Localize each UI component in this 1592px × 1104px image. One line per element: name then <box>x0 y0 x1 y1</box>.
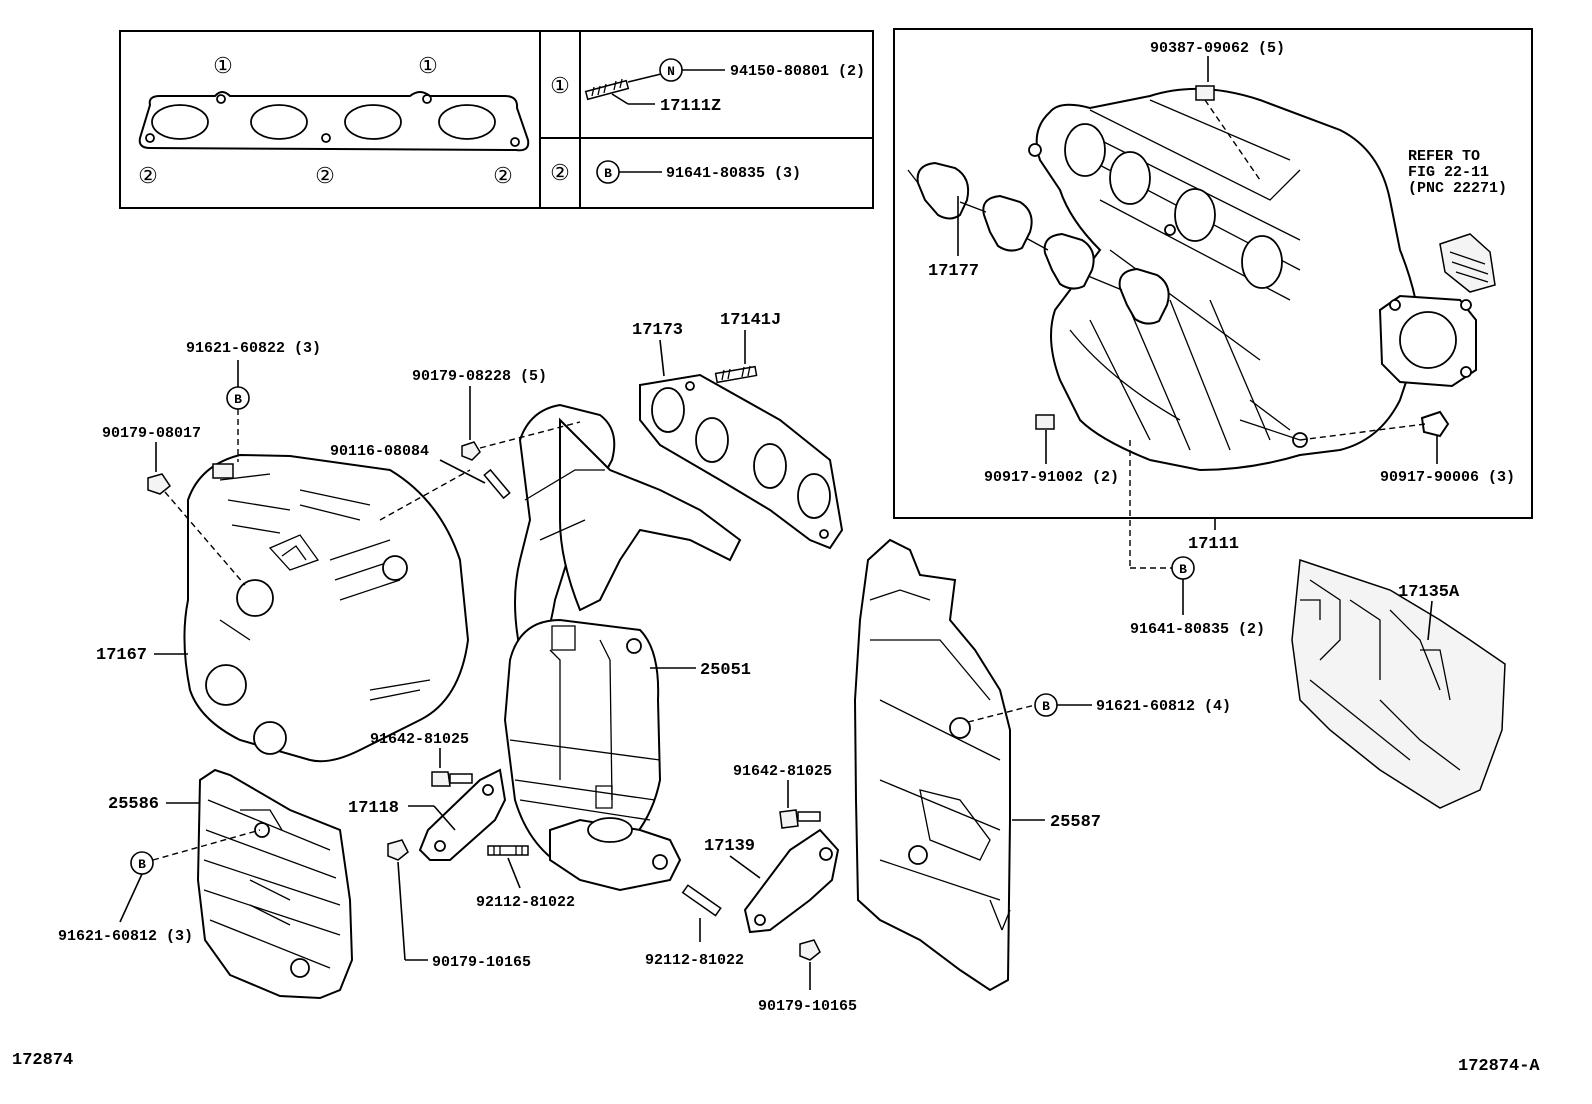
label-refer-3: (PNC 22271) <box>1408 180 1507 197</box>
nut-90917-b <box>1420 410 1450 438</box>
label-17167: 17167 <box>96 646 147 665</box>
label-90917-90006: 90917-90006 (3) <box>1380 469 1515 486</box>
bolt-b-91621-60812-3: B <box>138 857 146 872</box>
label-25587: 25587 <box>1050 813 1101 832</box>
label-refer-2: FIG 22-11 <box>1408 164 1489 181</box>
gasket-mark-1b: ① <box>418 55 438 80</box>
nut-90179-10165-b <box>799 939 821 961</box>
label-92112-81022-a: 92112-81022 <box>476 894 575 911</box>
label-90917-91002: 90917-91002 (2) <box>984 469 1119 486</box>
legend-row2-part-a: 91641-80835 (3) <box>666 165 801 182</box>
label-17141J: 17141J <box>720 311 781 330</box>
stud-17141J <box>714 365 758 384</box>
label-17135A: 17135A <box>1398 583 1460 602</box>
label-25586: 25586 <box>108 795 159 814</box>
stud-92112-a <box>487 845 529 856</box>
intake-manifold-group: 90387-09062 (5) REFER TO FIG 22-11 (PNC … <box>893 28 1533 519</box>
label-91621-60812-3: 91621-60812 (3) <box>58 928 193 945</box>
gasket-mark-2c: ② <box>493 165 513 190</box>
label-90116-08084: 90116-08084 <box>330 443 429 460</box>
exhaust-gasket-17173 <box>639 373 844 550</box>
label-90179-08228: 90179-08228 (5) <box>412 368 547 385</box>
bolt-b-91621-60812-4: B <box>1042 699 1050 714</box>
plug-90917-a <box>1035 414 1055 430</box>
gasket-mark-1a: ① <box>213 55 233 80</box>
gasket-mark-2a: ② <box>138 165 158 190</box>
legend-row1-part-a: 94150-80801 (2) <box>730 63 865 80</box>
label-90179-10165-b: 90179-10165 <box>758 998 857 1015</box>
diagram-id-right: 172874-A <box>1458 1057 1540 1076</box>
bolt-b-91641: B <box>1179 562 1187 577</box>
label-90179-08017: 90179-08017 <box>102 425 201 442</box>
bolt-b-91621-60822: B <box>234 392 242 407</box>
label-17177: 17177 <box>928 262 979 281</box>
legend-row2-mark: ② <box>550 162 570 187</box>
label-90179-10165-a: 90179-10165 <box>432 954 531 971</box>
bracket-17118 <box>418 768 507 861</box>
legend-row1-symbol: N <box>667 64 675 79</box>
label-91641-80835-2: 91641-80835 (2) <box>1130 621 1265 638</box>
label-17111: 17111 <box>1188 535 1239 554</box>
legend-row2-symbol: B <box>604 166 612 181</box>
label-90387: 90387-09062 (5) <box>1150 40 1285 57</box>
bolt-91642-b <box>779 809 821 829</box>
intake-gasket <box>907 161 1170 325</box>
heat-insulator-17135A <box>1291 558 1506 809</box>
legend-table: ① ① ② ② ② ① N 94150-80801 (2) 17111Z ② B… <box>119 30 874 209</box>
gasket-illustration <box>138 91 530 152</box>
intake-manifold <box>1028 87 1477 472</box>
gasket-mark-2b: ② <box>315 165 335 190</box>
throttle-cover <box>1439 233 1496 293</box>
label-17173: 17173 <box>632 321 683 340</box>
label-91621-60822: 91621-60822 (3) <box>186 340 321 357</box>
heat-insulator-25587 <box>853 538 1011 992</box>
diagram-id-left: 172874 <box>12 1051 73 1070</box>
label-92112-81022-b: 92112-81022 <box>645 952 744 969</box>
legend-row1-part-b: 17111Z <box>660 97 721 116</box>
label-91642-81025-a: 91642-81025 <box>370 731 469 748</box>
legend-row1-mark: ① <box>550 75 570 100</box>
label-91621-60812-4: 91621-60812 (4) <box>1096 698 1231 715</box>
nut-90179-08017 <box>147 473 172 495</box>
nut-90179-10165-a <box>387 839 409 861</box>
bracket-17139 <box>743 828 840 934</box>
stud-90116 <box>483 468 511 500</box>
label-17118: 17118 <box>348 799 399 818</box>
label-refer-1: REFER TO <box>1408 148 1480 165</box>
stud-92112-b <box>681 884 722 917</box>
heat-insulator-25586 <box>196 768 354 1000</box>
exhaust-manifold-converter <box>503 403 742 892</box>
exhaust-manifold-heat-insulator <box>183 453 470 763</box>
plug-90387 <box>1195 85 1215 101</box>
label-17139: 17139 <box>704 837 755 856</box>
label-91642-81025-b: 91642-81025 <box>733 763 832 780</box>
stud-icon <box>584 78 630 101</box>
label-25051: 25051 <box>700 661 751 680</box>
bolt-91642-a <box>431 771 473 787</box>
nut-90179-08228 <box>461 441 481 461</box>
